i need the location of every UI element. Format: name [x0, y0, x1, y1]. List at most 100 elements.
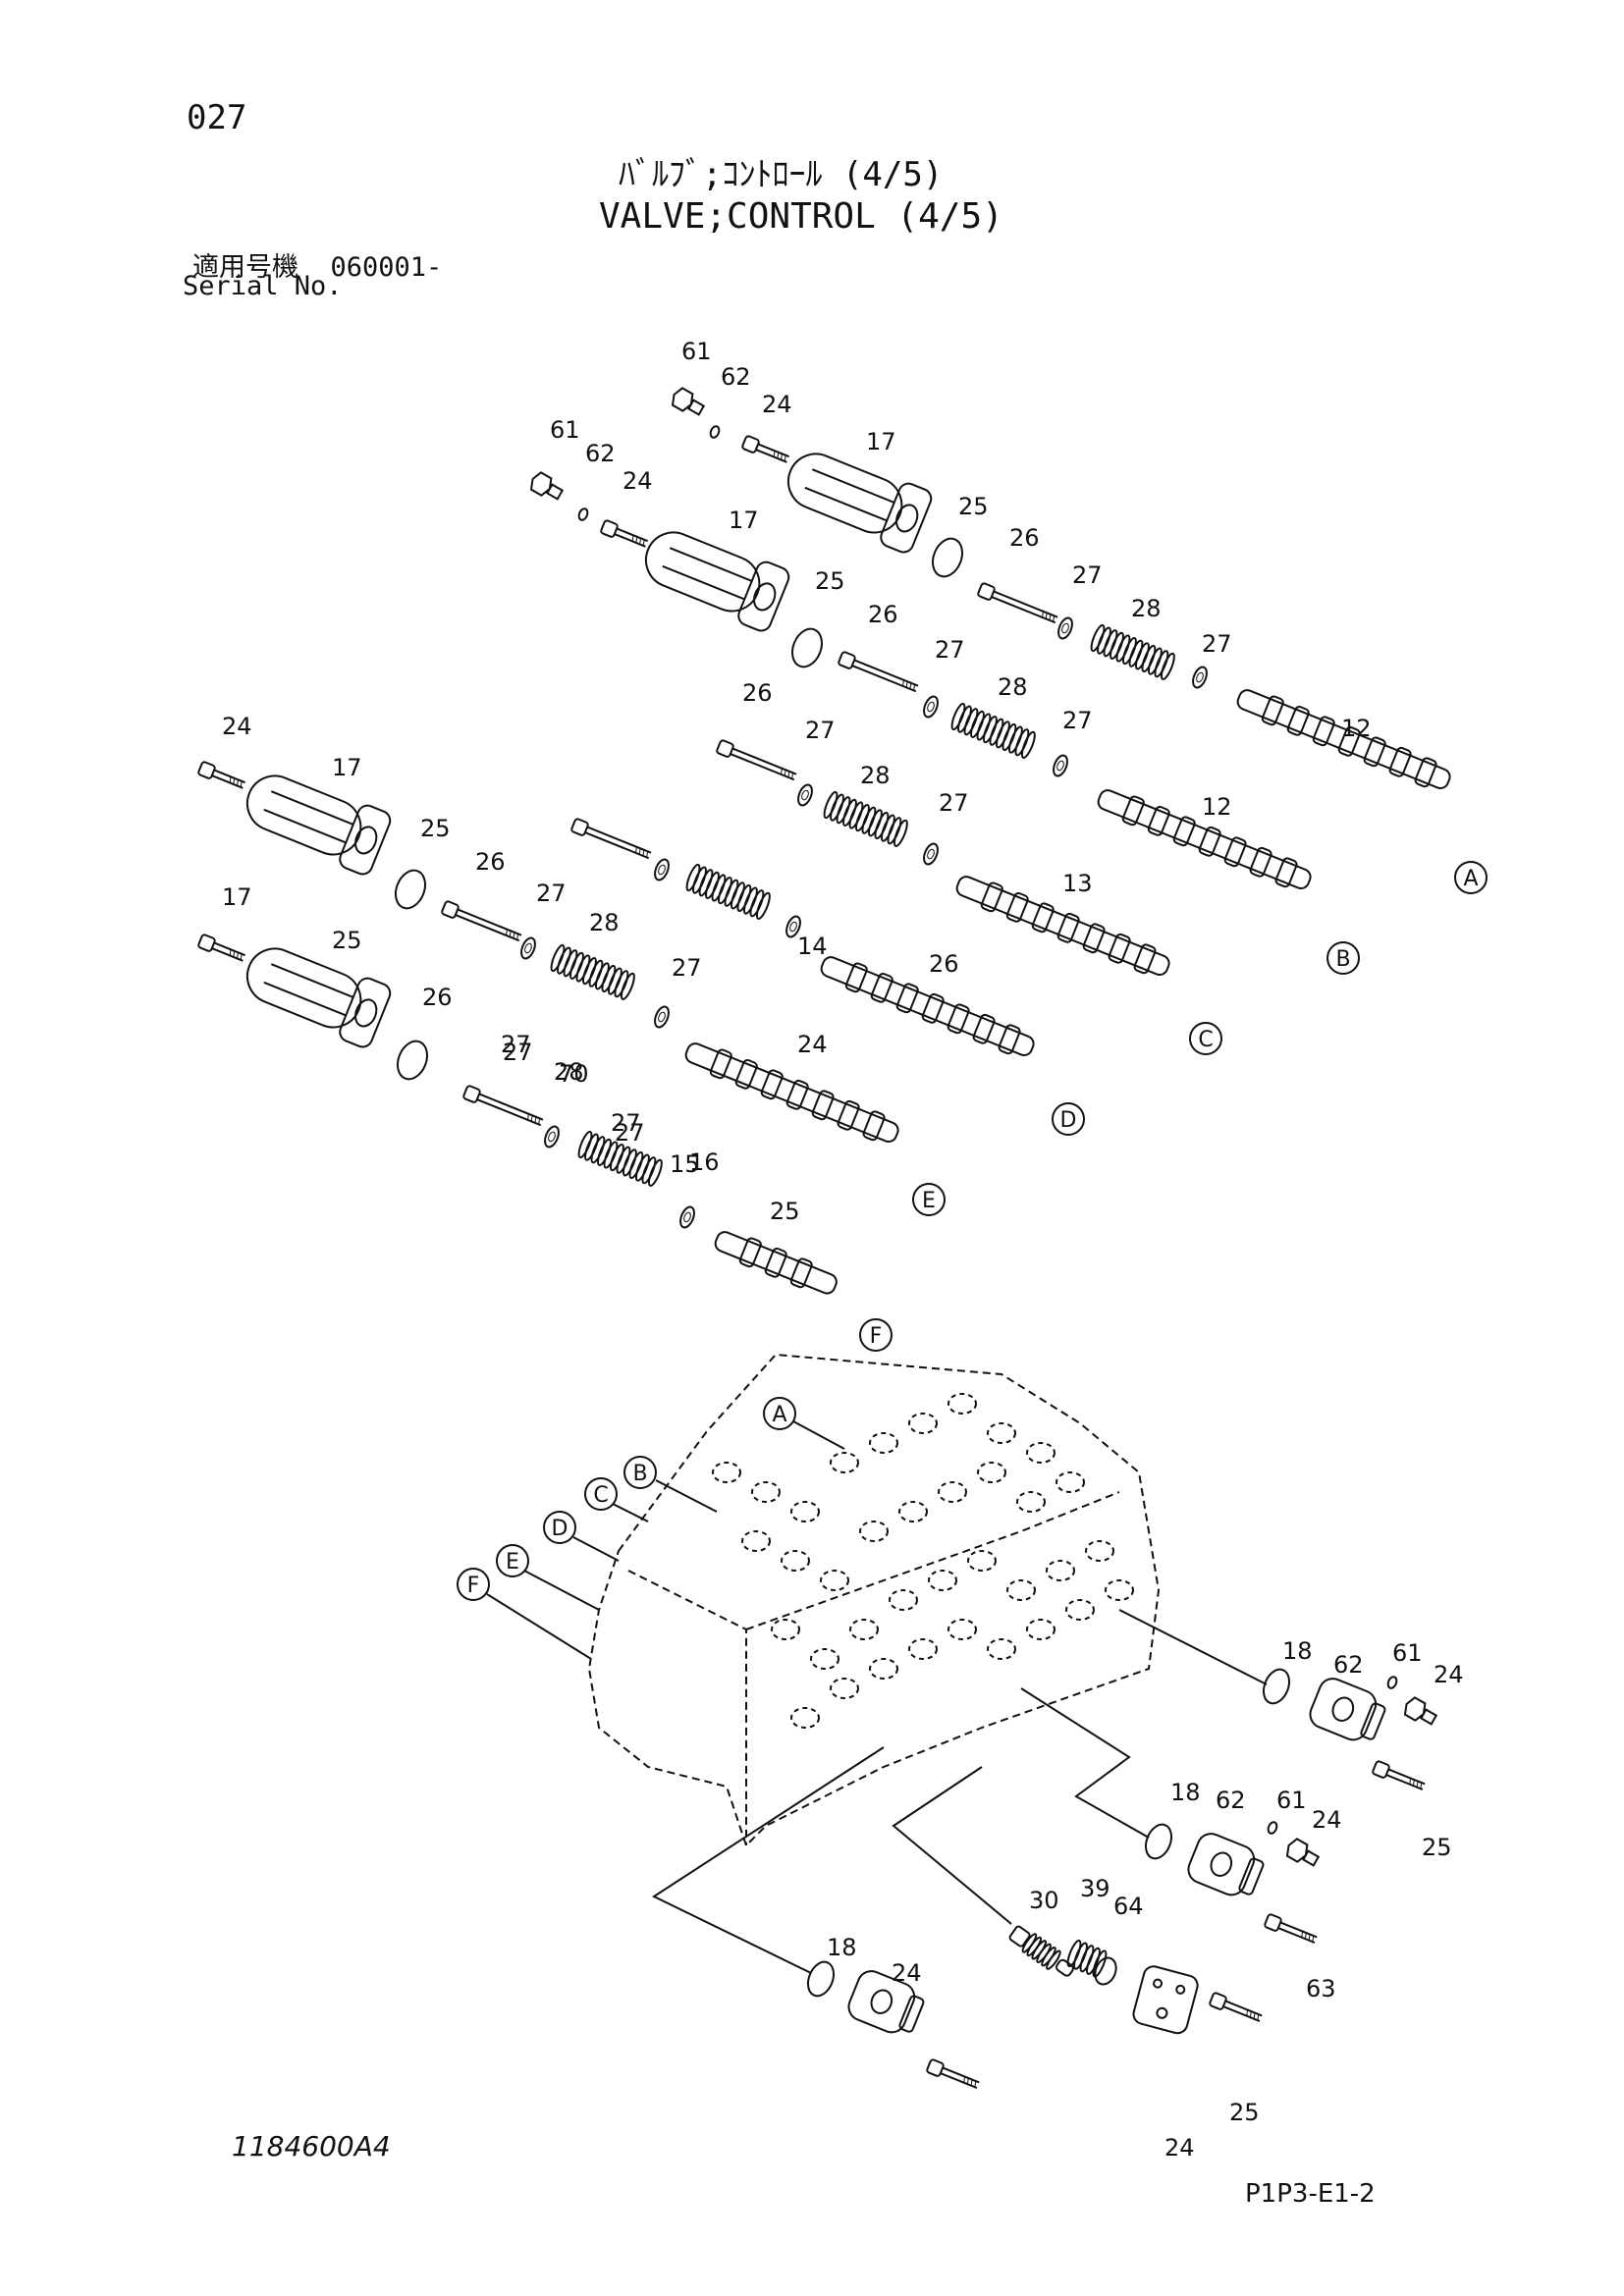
- port-hole: [869, 1658, 898, 1680]
- port-hole: [830, 1678, 859, 1699]
- part-label-spring-a: 28: [1131, 595, 1162, 622]
- port-hole: [938, 1481, 967, 1503]
- spool-15-e: [684, 1042, 899, 1144]
- part-label-oring-right-2b: 62: [1216, 1787, 1246, 1814]
- leader-b: [655, 1479, 718, 1513]
- port-hole: [1006, 1579, 1036, 1601]
- oring-25-c: [395, 869, 426, 910]
- port-hole: [1026, 1619, 1056, 1640]
- part-label-oring-top-left: 62: [585, 440, 616, 467]
- spring-70-f: [577, 1130, 663, 1187]
- callout-c-spool: C: [1189, 1022, 1222, 1055]
- port-hole: [810, 1648, 839, 1670]
- part-label-oring-cover-low-left: 25: [332, 927, 362, 954]
- port-hole: [830, 1452, 859, 1473]
- part-label-cover-low-left: 17: [222, 883, 252, 911]
- part-label-spool-e: 15: [670, 1150, 700, 1178]
- callout-e-body: E: [496, 1544, 529, 1577]
- cover-17-b: [644, 531, 790, 632]
- callout-circle: [584, 1477, 618, 1511]
- guide-line-r2: [1020, 1687, 1150, 1839]
- port-hole: [947, 1619, 977, 1640]
- retainer-27-f2: [679, 1205, 695, 1229]
- bolt-26-c: [716, 739, 797, 781]
- spool-12-b: [1097, 789, 1312, 890]
- cover-17-c: [245, 774, 392, 876]
- callout-letter: F: [870, 1324, 883, 1349]
- part-label-oring-cover-top-left: 25: [815, 567, 845, 595]
- leader-f: [486, 1593, 592, 1660]
- retainer-27-e1: [520, 936, 536, 960]
- callout-letter: A: [772, 1403, 786, 1427]
- callout-letter: D: [552, 1517, 568, 1541]
- callout-letter: F: [467, 1574, 480, 1598]
- oring-62-r1: [1386, 1676, 1398, 1689]
- port-hole: [771, 1619, 800, 1640]
- title-japanese: ﾊﾞﾙﾌﾞ;ｺﾝﾄﾛｰﾙ (4/5): [619, 155, 944, 194]
- part-label-retainer-f2: 27: [611, 1109, 641, 1137]
- part-label-oring-cover-top-right: 25: [958, 493, 989, 520]
- part-label-cap-right-1: 18: [1282, 1637, 1313, 1665]
- bolt-24-r2: [1264, 1913, 1318, 1944]
- port-hole: [977, 1462, 1006, 1483]
- callout-letter: B: [632, 1462, 647, 1486]
- part-label-retainer-c2: 27: [939, 789, 969, 817]
- part-label-plug-top-left: 61: [550, 416, 580, 444]
- port-hole: [898, 1501, 928, 1522]
- part-label-plug-right-2: 61: [1276, 1787, 1307, 1814]
- part-label-cover-top-left: 17: [729, 507, 759, 534]
- spring-28-b: [950, 702, 1036, 759]
- part-labels-layer: 6162241725262728271261622417252627282712…: [222, 338, 1464, 2162]
- valve-body-outline: [587, 1353, 1161, 1847]
- spool-13-c: [955, 876, 1170, 977]
- callout-letter: A: [1463, 867, 1478, 891]
- bolt-26-a: [977, 582, 1058, 624]
- part-label-spool-c: 13: [1062, 870, 1093, 897]
- plug-61-r1: [1403, 1696, 1438, 1726]
- serial-line-japanese: 適用号機 060001-: [192, 245, 442, 284]
- callout-f-spool: F: [859, 1318, 893, 1352]
- spring-28-a: [1090, 623, 1175, 680]
- callout-circle: [763, 1397, 796, 1430]
- callout-letter: E: [506, 1550, 519, 1575]
- part-label-spring-e: 28: [554, 1058, 584, 1086]
- port-hole: [859, 1521, 889, 1542]
- retainer-27-f1: [544, 1125, 560, 1148]
- bolt-24-b: [600, 519, 649, 548]
- part-label-bolt-spring-c: 26: [742, 679, 773, 707]
- port-hole: [908, 1638, 938, 1660]
- part-label-plate-64: 64: [1113, 1893, 1144, 1920]
- part-label-bolt-spring-top-right: 26: [1009, 524, 1040, 552]
- valve-body-edge: [627, 1570, 747, 1845]
- retainer-27-b2: [1053, 754, 1068, 777]
- part-label-bolt-top-left: 24: [623, 467, 653, 495]
- oring-25-a: [932, 537, 963, 578]
- valve-body-edge-2: [745, 1491, 1120, 1630]
- part-label-bolt-spring-e: 26: [929, 950, 959, 978]
- spring-28-e: [550, 943, 635, 1000]
- serial-label-english: Serial No.: [183, 271, 343, 301]
- port-hole: [781, 1550, 810, 1572]
- part-label-oring-right-2: 25: [1422, 1834, 1452, 1861]
- retainer-27-a2: [1192, 666, 1208, 689]
- port-hole: [741, 1530, 771, 1552]
- callout-circle: [912, 1183, 946, 1216]
- plate-64: [1132, 1965, 1199, 2035]
- part-label-oring-top-right: 62: [721, 363, 751, 391]
- cap-18-r2: [1187, 1833, 1265, 1896]
- part-label-cap-right-2: 18: [1170, 1779, 1201, 1806]
- bolt-26-b: [838, 651, 919, 693]
- port-hole: [1105, 1579, 1134, 1601]
- part-label-bolt-spring-b: 26: [868, 601, 898, 628]
- guide-line-r1: [1118, 1609, 1268, 1685]
- guide-line-63: [892, 1766, 1012, 1925]
- part-label-retainer-c1: 27: [805, 717, 836, 744]
- part-label-oring-bottom: 25: [1229, 2099, 1260, 2126]
- part-label-oring-right-1b: 62: [1333, 1651, 1364, 1679]
- cover-17-a: [786, 453, 933, 554]
- port-hole: [889, 1589, 918, 1611]
- callout-circle: [496, 1544, 529, 1577]
- serial-label-jp: 適用号機: [192, 252, 298, 283]
- callout-circle: [543, 1511, 576, 1544]
